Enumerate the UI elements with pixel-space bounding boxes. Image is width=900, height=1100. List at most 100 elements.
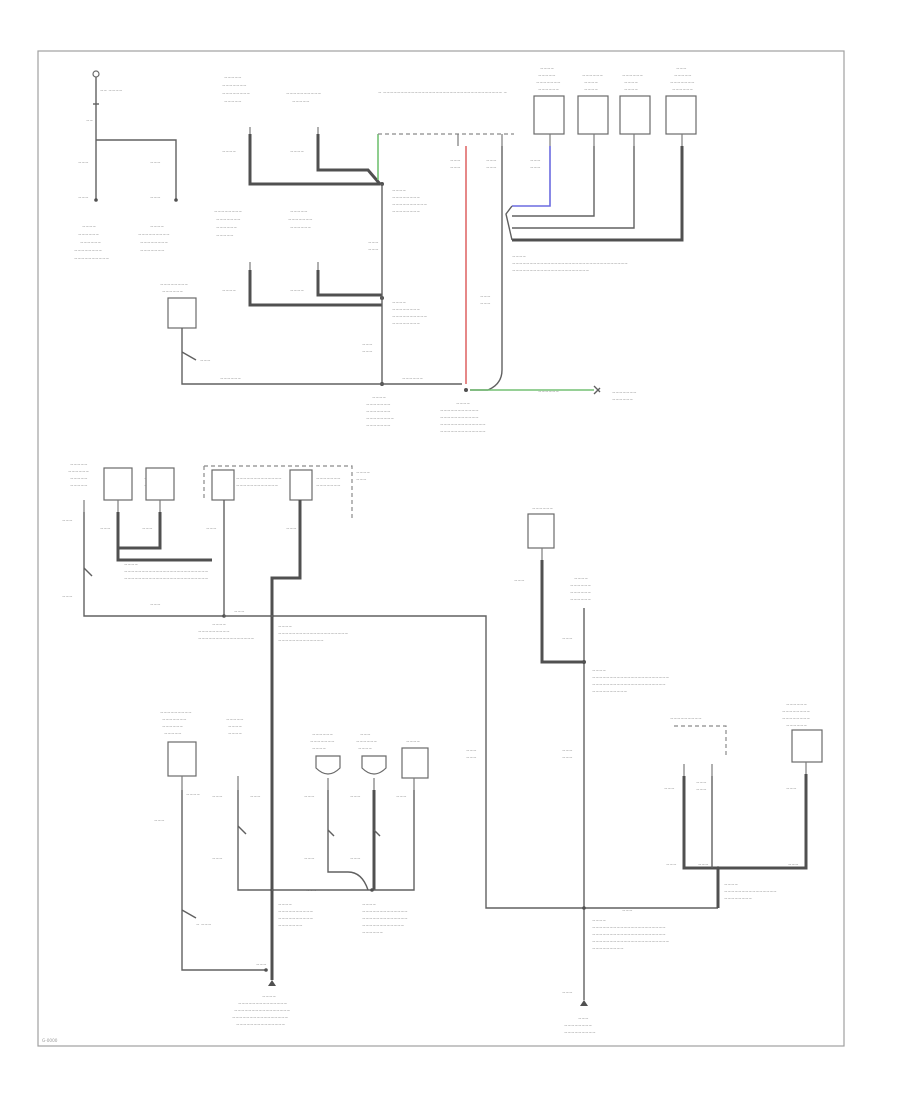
ground-g200-vertical: ~~~ ~~~ ~~~ ~~~ ~~~~ ~~~~~~~ ~~~~~~~ ~~~… bbox=[362, 134, 395, 428]
svg-text:~~~: ~~~ bbox=[256, 962, 267, 967]
svg-text:~~~~~~~~: ~~~~~~~~ bbox=[366, 416, 395, 421]
svg-text:~~~: ~~~ bbox=[562, 748, 573, 753]
svg-text:~~~~~~: ~~~~~~ bbox=[786, 723, 808, 728]
svg-text:~~~~~~: ~~~~~~ bbox=[570, 597, 592, 602]
svg-text:~~~~~~: ~~~~~~ bbox=[622, 73, 644, 78]
svg-text:~ ~~~~~~~~~~~~~~~~~~~~~~~~~~~: ~ ~~~~~~~~~~~~~~~~~~~~~~~~~~~~~~~~~~ ~ bbox=[378, 90, 507, 95]
svg-text:~~~: ~~~ bbox=[362, 349, 373, 354]
svg-text:~~~~~~: ~~~~~~ bbox=[672, 87, 694, 92]
svg-text:~~~~~~~~~~~~~: ~~~~~~~~~~~~~ bbox=[440, 429, 486, 434]
svg-text:~~~~~~: ~~~~~~ bbox=[612, 397, 634, 402]
svg-text:~~~: ~~~ bbox=[368, 247, 379, 252]
svg-text:~~~~~~: ~~~~~~ bbox=[80, 240, 102, 245]
svg-text:~~~~~~: ~~~~~~ bbox=[162, 289, 184, 294]
svg-text:~~~: ~~~ bbox=[356, 477, 367, 482]
svg-text:~~~: ~~~ bbox=[696, 787, 707, 792]
svg-text:~~~~~~~~: ~~~~~~~~ bbox=[392, 195, 421, 200]
svg-text:~~~: ~~~ bbox=[304, 794, 315, 799]
bottom-left-branch: ~~~~~~~~~ ~~~~~~~ ~~~~~~ ~~~~~ ~~~~~ ~~~… bbox=[154, 710, 314, 1027]
svg-text:~~~~: ~~~~ bbox=[186, 792, 201, 797]
svg-text:~~~~~: ~~~~~ bbox=[224, 99, 242, 104]
svg-text:~~~: ~~~ bbox=[466, 755, 477, 760]
svg-text:~~~~~: ~~~~~ bbox=[216, 233, 234, 238]
svg-text:~~~~: ~~~~ bbox=[358, 746, 373, 751]
svg-text:~~~~~~~~~~: ~~~~~~~~~~ bbox=[278, 916, 314, 921]
svg-text:~~~~: ~~~~ bbox=[212, 622, 227, 627]
svg-text:~~~~: ~~~~ bbox=[406, 739, 421, 744]
svg-text:~~~: ~~~ bbox=[250, 794, 261, 799]
svg-text:~~~~~~~~~~~~~~~~~~~~: ~~~~~~~~~~~~~~~~~~~~ bbox=[278, 631, 349, 636]
svg-text:~~~: ~~~ bbox=[562, 636, 573, 641]
svg-text:~~~~: ~~~~ bbox=[392, 188, 407, 193]
svg-text:~~~: ~~~ bbox=[212, 856, 223, 861]
svg-text:~~~~~~: ~~~~~~ bbox=[362, 930, 384, 935]
splice-s201-branch: ~~~~~ ~~~~~~~ ~~~~~~~~ ~~~~~ ~~~~~~~~~~ … bbox=[222, 75, 428, 214]
svg-text:~~~~~~~: ~~~~~~~ bbox=[288, 217, 313, 222]
svg-text:~~~~~~~~~: ~~~~~~~~~ bbox=[160, 710, 192, 715]
svg-text:~~~~: ~~~~ bbox=[574, 576, 589, 581]
svg-text:~~~~~~~~: ~~~~~~~~ bbox=[392, 209, 421, 214]
svg-text:~~~~~~~~: ~~~~~~~~ bbox=[214, 209, 243, 214]
svg-text:~~~~: ~~~~ bbox=[290, 288, 305, 293]
svg-text:~~~~~~~~~~: ~~~~~~~~~~ bbox=[74, 256, 110, 261]
svg-text:~~~: ~~~ bbox=[350, 856, 361, 861]
svg-text:~~~: ~~~ bbox=[286, 526, 297, 531]
svg-text:~~~~: ~~~~ bbox=[592, 918, 607, 923]
svg-text:~~~: ~~~ bbox=[154, 818, 165, 823]
svg-text:~~~~~~~~~~~~~~~~: ~~~~~~~~~~~~~~~~ bbox=[198, 636, 255, 641]
svg-text:~~~: ~~~ bbox=[212, 794, 223, 799]
svg-text:~~~: ~~~ bbox=[360, 732, 371, 737]
svg-text:~~~: ~~~ bbox=[450, 165, 461, 170]
svg-text:~~~: ~~~ bbox=[696, 780, 707, 785]
svg-text:~~~~~~~~~~~~~: ~~~~~~~~~~~~~ bbox=[362, 909, 408, 914]
svg-text:~~~: ~~~ bbox=[664, 786, 675, 791]
svg-text:~~~: ~~~ bbox=[142, 526, 153, 531]
svg-text:~~~~~~~~~~~~~~~~: ~~~~~~~~~~~~~~~~ bbox=[232, 1015, 289, 1020]
middle-relay-block: ~~~~~~~~~~~~~ ~~~~~~~~~~~~ ~~~~~~~ ~~~~~… bbox=[198, 465, 718, 980]
svg-text:~~~: ~~~ bbox=[530, 158, 541, 163]
svg-text:~~~: ~~~ bbox=[150, 160, 161, 165]
right-top-modules: ~~~~ ~~~~~ ~~~~~~~ ~~~~~~ ~~~~~~ ~~~~ ~~… bbox=[505, 66, 697, 273]
svg-text:~~ ~~~~: ~~ ~~~~ bbox=[100, 88, 123, 93]
middle-left-branch: ~~~~~ ~~~~~~ ~~~~~ ~~~~~ ~~~~ ~~~~~~ ~~~… bbox=[62, 462, 224, 617]
svg-text:~~~~: ~~~~ bbox=[456, 401, 471, 406]
svg-text:~~~~~~~~: ~~~~~~~~ bbox=[222, 91, 251, 96]
svg-text:~~~~~~~~~~~~~~~~~~~~~~: ~~~~~~~~~~~~~~~~~~~~~~ bbox=[512, 268, 590, 273]
svg-text:~~~~~~~~~~~~~: ~~~~~~~~~~~~~ bbox=[278, 638, 324, 643]
svg-text:~~~: ~~~ bbox=[562, 755, 573, 760]
svg-text:~~~~~~~: ~~~~~~~ bbox=[670, 80, 695, 85]
svg-text:~~~~~~~~~~~~~~~~~~~~~~~~~~~~~~: ~~~~~~~~~~~~~~~~~~~~~~~~~~~~~~~~~ bbox=[512, 261, 628, 266]
svg-text:~~~~~~: ~~~~~~ bbox=[78, 232, 100, 237]
svg-text:~~~~~~~~~~~~~~~~~~~~~~~~: ~~~~~~~~~~~~~~~~~~~~~~~~ bbox=[124, 576, 209, 581]
instrument-cluster-connector: ~ ~~~~~~~~~~~~~~~~~~~~~~~~~~~~~~~~~~ ~ ~… bbox=[378, 90, 514, 391]
svg-text:~~~~: ~~~~ bbox=[356, 470, 371, 475]
svg-text:~~~~~~~~~: ~~~~~~~~~ bbox=[198, 629, 230, 634]
svg-text:~~~~~~~~~~: ~~~~~~~~~~ bbox=[286, 91, 322, 96]
svg-text:~~~~: ~~~~ bbox=[278, 624, 293, 629]
svg-text:~~~~~~~: ~~~~~~~ bbox=[316, 483, 341, 488]
svg-text:~~~~: ~~~~ bbox=[222, 149, 237, 154]
svg-text:~~~~: ~~~~ bbox=[724, 882, 739, 887]
splice-s202-branch: ~~~~~~~~ ~~~~~~~ ~~~~~~ ~~~~~ ~~~~~ ~~~~… bbox=[214, 209, 428, 326]
svg-text:~~~~~~~~: ~~~~~~~~ bbox=[782, 709, 811, 714]
svg-text:~~~~~~~~~~~: ~~~~~~~~~~~ bbox=[440, 408, 479, 413]
svg-text:~~~~~~~: ~~~~~~~ bbox=[222, 83, 247, 88]
svg-text:~~~~~~~~~~~~~~~~: ~~~~~~~~~~~~~~~~ bbox=[234, 1008, 291, 1013]
svg-text:~~~: ~~~ bbox=[698, 862, 709, 867]
svg-text:~~~: ~~~ bbox=[62, 594, 73, 599]
svg-text:~~~: ~~~ bbox=[150, 602, 161, 607]
svg-text:~~~~~~~: ~~~~~~~ bbox=[612, 390, 637, 395]
svg-text:~~~~: ~~~~ bbox=[512, 254, 527, 259]
svg-text:~~~~~~~~~~~~~~~~~~~~~~: ~~~~~~~~~~~~~~~~~~~~~~ bbox=[592, 939, 670, 944]
svg-text:~~~~: ~~~~ bbox=[150, 224, 165, 229]
svg-text:~~~~~~~: ~~~~~~~ bbox=[366, 423, 391, 428]
svg-text:~~~~~~: ~~~~~~ bbox=[570, 583, 592, 588]
svg-text:~~~~~: ~~~~~ bbox=[538, 73, 556, 78]
svg-text:~~~~~~: ~~~~~~ bbox=[538, 389, 560, 394]
svg-text:~~~~: ~~~~ bbox=[124, 562, 139, 567]
svg-text:~~~~: ~~~~ bbox=[392, 300, 407, 305]
svg-text:~~~~~~: ~~~~~~ bbox=[356, 739, 378, 744]
svg-text:~~~~: ~~~~ bbox=[262, 994, 277, 999]
svg-text:~~~~~~~: ~~~~~~~ bbox=[536, 80, 561, 85]
